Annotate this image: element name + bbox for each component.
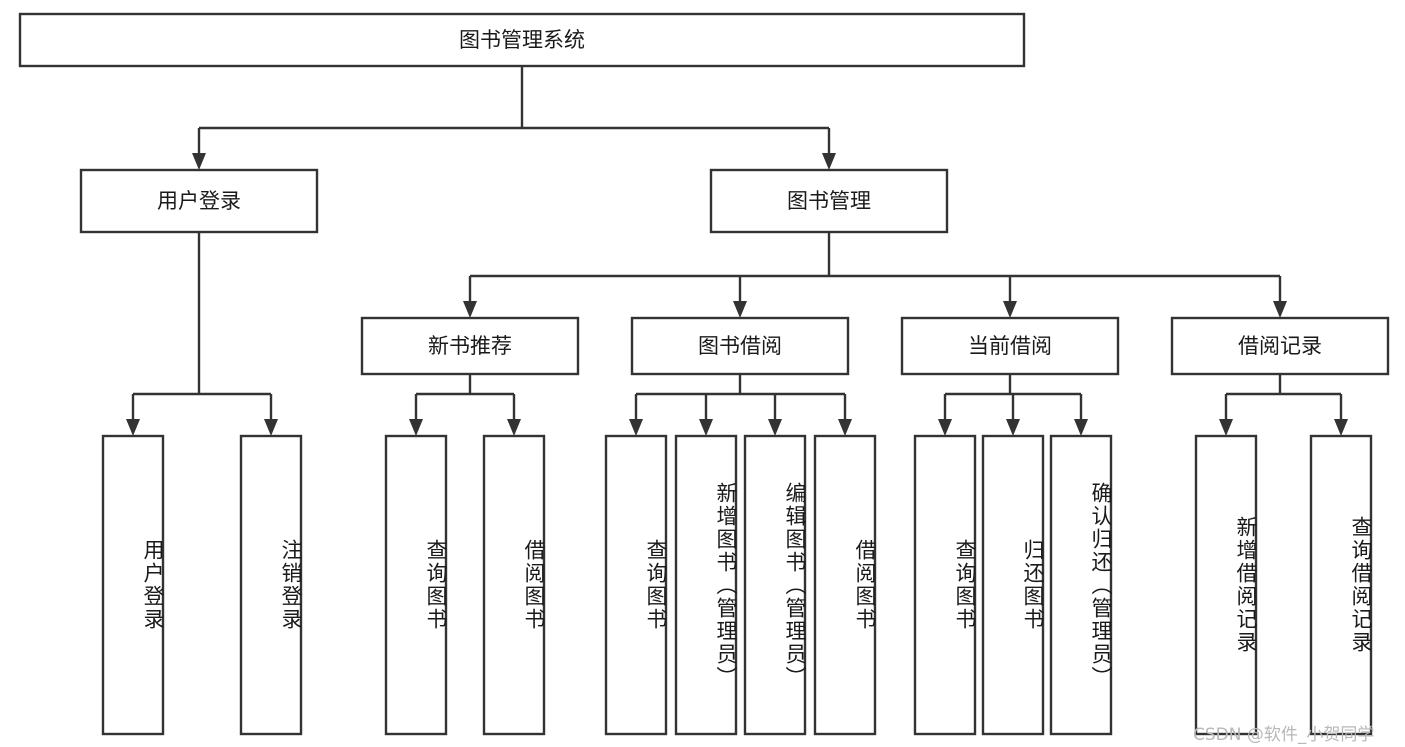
- node-label-current-borrow: 当前借阅: [968, 334, 1052, 358]
- node-label-book-borrow: 图书借阅: [698, 334, 782, 358]
- node-box-book-borrow[interactable]: [630, 316, 850, 376]
- node-box-leaf-query-book-2[interactable]: [604, 434, 668, 736]
- edge-connector: [1224, 374, 1343, 421]
- edge-arrowhead: [699, 419, 713, 436]
- edge-arrowhead: [838, 419, 852, 436]
- edge-connector: [197, 66, 831, 155]
- node-box-current-borrow[interactable]: [900, 316, 1120, 376]
- node-box-leaf-borrow-book-1[interactable]: [482, 434, 546, 736]
- edge-arrowhead: [1003, 301, 1017, 318]
- edge-arrowhead: [409, 419, 423, 436]
- node-box-leaf-user-logout[interactable]: [239, 434, 303, 736]
- node-box-borrow-record[interactable]: [1170, 316, 1390, 376]
- edge-arrowhead: [1334, 419, 1348, 436]
- edge-arrowhead: [1074, 419, 1088, 436]
- node-box-new-book-rec[interactable]: [360, 316, 580, 376]
- node-box-leaf-add-record[interactable]: [1194, 434, 1258, 736]
- edge-connector: [414, 374, 516, 421]
- edge-connector: [943, 374, 1083, 421]
- box-layer: [18, 12, 1390, 736]
- node-label-new-book-rec: 新书推荐: [428, 334, 512, 358]
- edge-arrowhead: [938, 419, 952, 436]
- node-box-user-login[interactable]: [79, 168, 319, 234]
- node-box-leaf-query-book-3[interactable]: [913, 434, 977, 736]
- edge-connector: [131, 232, 273, 421]
- node-label-user-login: 用户登录: [157, 189, 241, 213]
- node-box-leaf-return-book[interactable]: [981, 434, 1045, 736]
- node-box-leaf-query-book-1[interactable]: [384, 434, 448, 736]
- node-label-root: 图书管理系统: [459, 28, 585, 52]
- edge-arrowhead: [768, 419, 782, 436]
- node-box-book-manage[interactable]: [709, 168, 949, 234]
- node-box-leaf-borrow-book-2[interactable]: [813, 434, 877, 736]
- node-box-leaf-user-login[interactable]: [101, 434, 165, 736]
- edge-layer: [126, 66, 1348, 436]
- node-box-root[interactable]: [18, 12, 1026, 68]
- edge-arrowhead: [1006, 419, 1020, 436]
- edge-arrowhead: [733, 301, 747, 318]
- edge-arrowhead: [264, 419, 278, 436]
- edge-connector: [468, 232, 1282, 303]
- watermark-text: CSDN @软件_小贺同学: [1193, 725, 1375, 745]
- node-label-book-manage: 图书管理: [787, 189, 871, 213]
- edge-arrowhead: [192, 153, 206, 170]
- edge-connector: [634, 374, 847, 421]
- node-box-leaf-edit-book[interactable]: [743, 434, 807, 736]
- node-label-borrow-record: 借阅记录: [1238, 334, 1322, 358]
- edge-arrowhead: [629, 419, 643, 436]
- node-box-leaf-add-book[interactable]: [674, 434, 738, 736]
- edge-arrowhead: [463, 301, 477, 318]
- edge-arrowhead: [507, 419, 521, 436]
- edge-arrowhead: [126, 419, 140, 436]
- edge-arrowhead: [1219, 419, 1233, 436]
- edge-arrowhead: [822, 153, 836, 170]
- edge-arrowhead: [1273, 301, 1287, 318]
- node-box-leaf-confirm-return[interactable]: [1049, 434, 1113, 736]
- node-box-leaf-query-record[interactable]: [1309, 434, 1373, 736]
